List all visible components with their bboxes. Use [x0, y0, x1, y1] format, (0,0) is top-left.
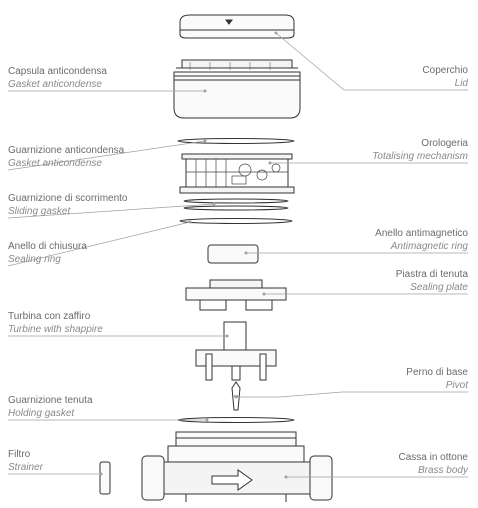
label-holding-gasket-en: Holding gasket — [8, 408, 75, 419]
label-pivot: Perno di base Pivot — [406, 366, 468, 392]
gasket-ring-part — [177, 138, 295, 144]
label-gasket-cap: Capsula anticondensa Gasket anticondense — [8, 65, 107, 91]
label-holding-gasket: Guarnizione tenuta Holding gasket — [8, 394, 93, 420]
label-gasket-ring-en: Gasket anticondense — [8, 158, 102, 169]
label-lid-en: Lid — [454, 78, 468, 89]
label-totalising: Orologeria Totalising mechanism — [372, 137, 468, 163]
label-holding-gasket-it: Guarnizione tenuta — [8, 395, 93, 406]
label-gasket-ring: Guarnizione anticondensa Gasket anticond… — [8, 144, 124, 170]
strainer-part — [99, 461, 111, 495]
label-gasket-ring-it: Guarnizione anticondensa — [8, 145, 125, 156]
totalising-part — [179, 153, 295, 194]
label-turbine-it: Turbina con zaffiro — [8, 311, 91, 322]
leader-lines — [7, 32, 468, 478]
sealing-ring-part — [179, 218, 293, 224]
turbine-part — [195, 321, 277, 381]
label-lid: Coperchio Lid — [422, 64, 468, 90]
label-sealing-plate-it: Piastra di tenuta — [395, 269, 468, 280]
label-pivot-en: Pivot — [445, 380, 468, 391]
label-brass-body-it: Cassa in ottone — [398, 452, 469, 463]
label-sliding-gasket-it: Guarnizione di scorrimento — [8, 193, 128, 204]
label-sealing-ring-en: Sealing ring — [8, 254, 61, 265]
label-sealing-ring: Anello di chiusura Sealing ring — [8, 240, 87, 266]
label-sliding-gasket-en: Sliding gasket — [8, 206, 71, 217]
label-turbine-en: Turbine with shappire — [8, 324, 103, 335]
label-totalising-it: Orologeria — [421, 138, 468, 149]
label-brass-body-en: Brass body — [417, 465, 468, 476]
label-strainer: Filtro Strainer — [8, 448, 43, 474]
label-totalising-en: Totalising mechanism — [372, 151, 468, 162]
antimagnetic-part — [207, 244, 259, 264]
label-pivot-it: Perno di base — [406, 367, 468, 378]
label-gasket-cap-it: Capsula anticondensa — [8, 66, 107, 77]
label-antimagnetic-en: Antimagnetic ring — [390, 241, 468, 252]
label-strainer-it: Filtro — [8, 449, 31, 460]
label-sealing-plate-en: Sealing plate — [410, 282, 468, 293]
label-sealing-plate: Piastra di tenuta Sealing plate — [396, 268, 468, 294]
label-strainer-en: Strainer — [8, 462, 44, 473]
label-lid-it: Coperchio — [422, 65, 468, 76]
leader-dots — [99, 31, 288, 479]
label-antimagnetic-it: Anello antimagnetico — [375, 228, 468, 239]
sliding-gasket-part — [183, 198, 289, 211]
brass-body-part — [141, 431, 333, 502]
gasket-cap-part — [173, 59, 301, 119]
label-sealing-ring-it: Anello di chiusura — [8, 241, 87, 252]
label-brass-body: Cassa in ottone Brass body — [399, 451, 469, 477]
sealing-plate-part — [185, 279, 287, 311]
label-antimagnetic: Anello antimagnetico Antimagnetic ring — [375, 227, 468, 253]
label-turbine: Turbina con zaffiro Turbine with shappir… — [8, 310, 103, 336]
lid-part — [179, 14, 295, 39]
label-sliding-gasket: Guarnizione di scorrimento Sliding gaske… — [8, 192, 128, 218]
label-gasket-cap-en: Gasket anticondense — [8, 79, 102, 90]
